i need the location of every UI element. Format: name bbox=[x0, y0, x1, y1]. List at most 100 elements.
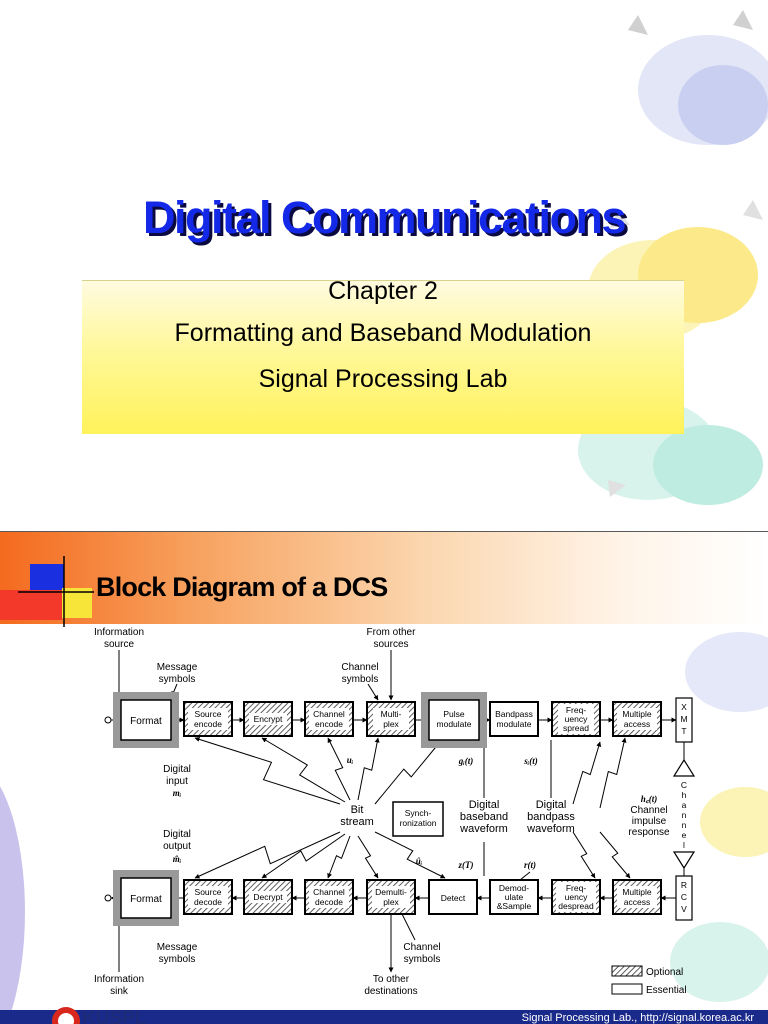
svg-text:symbols: symbols bbox=[159, 674, 196, 685]
lightning-arrow bbox=[327, 737, 351, 801]
svg-text:uency: uency bbox=[565, 892, 588, 902]
svg-text:Bandpass: Bandpass bbox=[495, 709, 533, 719]
svg-text:ulate: ulate bbox=[505, 892, 524, 902]
tx-source-encode-block: Source encode bbox=[183, 701, 233, 737]
decorative-shapes bbox=[0, 556, 768, 1024]
svg-text:decode: decode bbox=[194, 897, 222, 907]
svg-text:Multiple: Multiple bbox=[622, 887, 652, 897]
svg-text:n: n bbox=[682, 820, 687, 830]
svg-text:Message: Message bbox=[157, 662, 198, 673]
lightning-arrow bbox=[357, 737, 380, 801]
lab-name-line: Signal Processing Lab bbox=[258, 365, 508, 393]
lightning-arrow bbox=[374, 831, 446, 879]
svg-text:Freq-: Freq- bbox=[566, 883, 586, 893]
svg-text:destinations: destinations bbox=[364, 986, 417, 997]
svg-text:waveform: waveform bbox=[459, 823, 508, 835]
svg-text:symbols: symbols bbox=[159, 954, 196, 965]
rx-demultiplex-block: Demulti- plex bbox=[366, 879, 416, 915]
svg-text:T: T bbox=[681, 726, 686, 736]
svg-text:Freq-: Freq- bbox=[566, 705, 586, 715]
lightning-arrow bbox=[357, 835, 379, 879]
title-slide: Digital Communications Chapter 2 Formatt… bbox=[0, 10, 768, 532]
rx-decrypt-block: Decrypt bbox=[243, 879, 293, 915]
svg-text:symbols: symbols bbox=[404, 954, 441, 965]
slide-title: Block Diagram of a DCS bbox=[96, 572, 388, 602]
terminal-node bbox=[104, 716, 112, 724]
rx-multiple-access-block: Multiple access bbox=[612, 879, 662, 915]
tx-channel-encode-block: Channel encode bbox=[304, 701, 354, 737]
svg-text:Bit: Bit bbox=[351, 804, 364, 816]
svg-text:access: access bbox=[624, 719, 650, 729]
channel-label: C h a n n e l bbox=[681, 780, 687, 850]
chapter-line: Chapter 2 bbox=[328, 277, 438, 305]
svg-text:R: R bbox=[681, 880, 687, 890]
svg-text:plex: plex bbox=[383, 897, 399, 907]
svg-text:encode: encode bbox=[315, 719, 343, 729]
svg-text:modulate: modulate bbox=[437, 719, 472, 729]
svg-text:Channel: Channel bbox=[313, 887, 345, 897]
svg-text:l: l bbox=[683, 840, 685, 850]
svg-text:Demod-: Demod- bbox=[499, 883, 529, 893]
svg-text:Channel: Channel bbox=[341, 662, 378, 673]
svg-text:source: source bbox=[104, 639, 134, 650]
svg-text:uency: uency bbox=[565, 714, 588, 724]
svg-text:Pulse: Pulse bbox=[443, 709, 465, 719]
legend: Optional Essential bbox=[611, 965, 687, 996]
svg-text:response: response bbox=[628, 827, 670, 838]
svg-text:Channel: Channel bbox=[313, 709, 345, 719]
svg-text:sources: sources bbox=[373, 639, 408, 650]
connector-line bbox=[519, 871, 531, 881]
svg-text:sink: sink bbox=[110, 986, 129, 997]
rx-frequency-despread-block: Freq- uency despread bbox=[551, 879, 601, 915]
svg-text:Demulti-: Demulti- bbox=[375, 887, 407, 897]
svg-text:baseband: baseband bbox=[460, 811, 508, 823]
svg-text:Information: Information bbox=[94, 974, 144, 985]
chapter-topic-line: Formatting and Baseband Modulation bbox=[174, 319, 592, 347]
svg-text:output: output bbox=[163, 841, 191, 852]
svg-text:Channel: Channel bbox=[630, 805, 667, 816]
svg-text:gᵢ(t): gᵢ(t) bbox=[458, 756, 474, 766]
lightning-arrow bbox=[599, 831, 631, 879]
rx-demodulate-sample-block: Demod- ulate &Sample bbox=[489, 879, 539, 915]
svg-text:sᵢ(t): sᵢ(t) bbox=[523, 756, 538, 766]
dcs-block-diagram: Format Source encode Encrypt Channel enc… bbox=[94, 627, 696, 997]
svg-text:M: M bbox=[680, 714, 687, 724]
svg-text:m̂ᵢ: m̂ᵢ bbox=[173, 854, 182, 864]
rx-block-label: Format bbox=[130, 894, 162, 905]
svg-text:Multi-: Multi- bbox=[381, 709, 402, 719]
synchronization-block: Synch- ronization bbox=[392, 801, 444, 837]
slide-title: Digital Communications bbox=[142, 192, 627, 243]
header-band bbox=[0, 532, 768, 624]
svg-text:Detect: Detect bbox=[441, 893, 466, 903]
lightning-arrow bbox=[194, 736, 341, 805]
tx-block-label: Format bbox=[130, 716, 162, 727]
lightning-arrow bbox=[261, 737, 346, 803]
svg-text:Digital: Digital bbox=[163, 764, 191, 775]
svg-text:X: X bbox=[681, 702, 687, 712]
svg-text:access: access bbox=[624, 897, 650, 907]
svg-text:uᵢ: uᵢ bbox=[347, 755, 354, 765]
svg-text:Digital: Digital bbox=[163, 829, 191, 840]
svg-text:ronization: ronization bbox=[400, 818, 437, 828]
tx-antenna-icon bbox=[672, 758, 696, 777]
rx-source-decode-block: Source decode bbox=[183, 879, 233, 915]
rx-antenna-icon bbox=[672, 851, 696, 870]
rx-detect-block: Detect bbox=[428, 879, 478, 915]
kuspl-logo: KUSPL bbox=[82, 1008, 147, 1024]
legend-essential-label: Essential bbox=[646, 985, 687, 996]
lightning-arrow bbox=[261, 833, 346, 879]
svg-text:symbols: symbols bbox=[342, 674, 379, 685]
diagram-connectors bbox=[104, 650, 685, 973]
svg-text:a: a bbox=[682, 800, 687, 810]
svg-text:impulse: impulse bbox=[632, 816, 667, 827]
svg-text:h꜀(t): h꜀(t) bbox=[641, 794, 658, 804]
svg-text:stream: stream bbox=[340, 816, 374, 828]
svg-text:e: e bbox=[682, 830, 687, 840]
lightning-arrow bbox=[599, 737, 627, 809]
svg-text:Digital: Digital bbox=[469, 799, 500, 811]
svg-text:To other: To other bbox=[373, 974, 410, 985]
svg-text:n: n bbox=[682, 810, 687, 820]
terminal-node bbox=[104, 894, 112, 902]
tx-frequency-spread-block: Freq- uency spread bbox=[551, 701, 601, 737]
tx-block-label-line1: Source bbox=[195, 709, 222, 719]
